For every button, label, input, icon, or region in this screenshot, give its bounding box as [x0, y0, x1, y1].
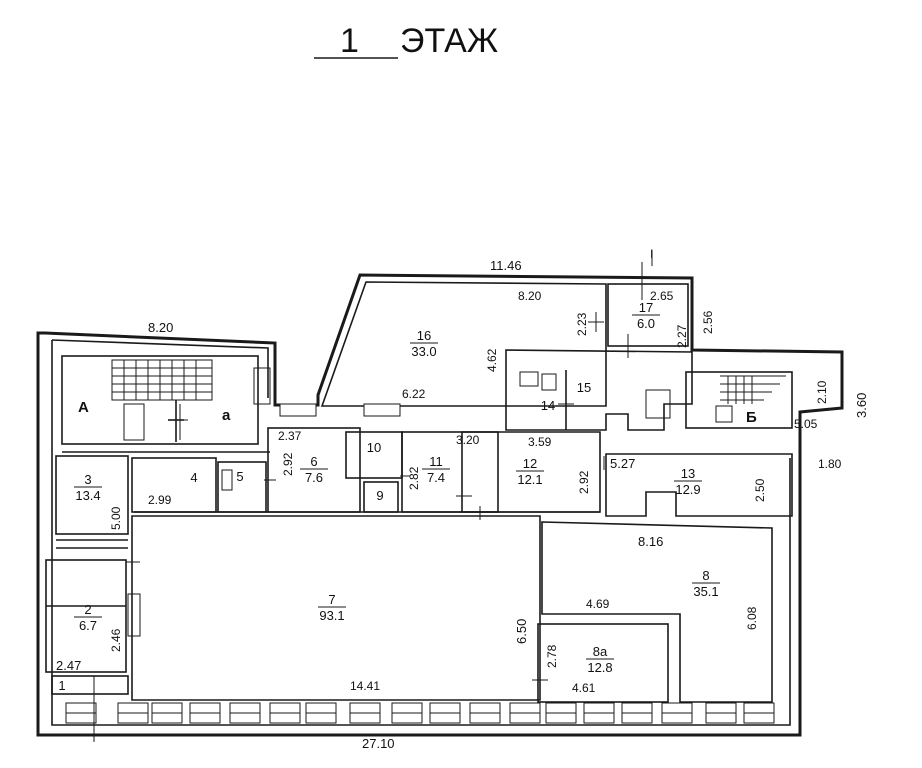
- room-r15: 15: [577, 380, 591, 395]
- windows: [65, 403, 775, 724]
- room-area: 33.0: [411, 344, 436, 359]
- room-number: 15: [577, 380, 591, 395]
- room-r7: 793.1: [318, 592, 346, 623]
- room-area: 6.0: [637, 316, 655, 331]
- dim-2-82: 2.82: [407, 466, 421, 490]
- room-number: 17: [639, 300, 653, 315]
- room-number: 10: [367, 440, 381, 455]
- dim-5-05: 5.05: [794, 417, 818, 431]
- room-r1: 1: [58, 678, 65, 693]
- room-r11: 117.4: [422, 454, 450, 485]
- interior-walls: [45, 281, 793, 703]
- room-area: 7.6: [305, 470, 323, 485]
- dimension-labels: 11.46 8.20 8.20 2.65 2.56 2.23 2.27 4.62…: [56, 258, 869, 751]
- dim-8-20-top: 8.20: [518, 289, 542, 303]
- floor-title: ЭТАЖ: [400, 22, 498, 60]
- room-r10: 10: [367, 440, 381, 455]
- dim-14-41: 14.41: [350, 679, 380, 693]
- dim-2-37: 2.37: [278, 429, 302, 443]
- dim-2-99: 2.99: [148, 493, 172, 507]
- room-area: 6.7: [79, 618, 97, 633]
- room-area: 12.9: [675, 482, 700, 497]
- room-number: 11: [429, 454, 443, 469]
- dim-2-56: 2.56: [701, 310, 715, 334]
- window: [279, 403, 317, 417]
- dim-2-46: 2.46: [109, 628, 123, 652]
- axis-mark-top: I: [650, 247, 653, 261]
- dim-11-46: 11.46: [490, 258, 522, 273]
- room-area: 12.1: [517, 472, 542, 487]
- room-r2: 26.7: [74, 602, 102, 633]
- room-number: 13: [681, 466, 695, 481]
- dim-6-22: 6.22: [402, 387, 426, 401]
- dim-3-59: 3.59: [528, 435, 552, 449]
- room-r14: 14: [541, 398, 555, 413]
- room-number: 1: [58, 678, 65, 693]
- dim-8-16: 8.16: [638, 534, 663, 549]
- dim-2-47: 2.47: [56, 658, 81, 673]
- dim-2-50: 2.50: [753, 478, 767, 502]
- room-number: 16: [417, 328, 431, 343]
- room-area: 35.1: [693, 584, 718, 599]
- room-r9: 9: [376, 488, 383, 503]
- room-number: 9: [376, 488, 383, 503]
- room-r8: 835.1: [692, 568, 720, 599]
- room-r5: 5: [236, 469, 243, 484]
- dim-1-80: 1.80: [818, 457, 842, 471]
- stair-label-A: А: [78, 399, 89, 416]
- room-area: 13.4: [75, 488, 100, 503]
- dim-8-20-left: 8.20: [148, 320, 173, 335]
- dim-3-20: 3.20: [456, 433, 480, 447]
- axis-line: I: [93, 247, 653, 742]
- dim-2-27: 2.27: [675, 324, 689, 348]
- room-number: 4: [190, 470, 197, 485]
- room-area: 7.4: [427, 470, 445, 485]
- door-marks: [126, 312, 629, 690]
- room-area: 12.8: [587, 660, 612, 675]
- room-r4: 4: [190, 470, 197, 485]
- dim-5-00: 5.00: [109, 506, 123, 530]
- room-number: 6: [310, 454, 317, 469]
- room-r6: 67.6: [300, 454, 328, 485]
- dim-27-10: 27.10: [362, 736, 395, 751]
- dim-2-92-a: 2.92: [281, 452, 295, 476]
- stair-block-a: [61, 355, 271, 445]
- dim-3-60: 3.60: [854, 393, 869, 418]
- room-number: 12: [523, 456, 537, 471]
- room-number: 3: [84, 472, 91, 487]
- dim-2-10: 2.10: [815, 380, 829, 404]
- dim-6-08: 6.08: [745, 606, 759, 630]
- stair-label-a: а: [222, 407, 231, 424]
- room-number: 5: [236, 469, 243, 484]
- dim-2-78: 2.78: [545, 644, 559, 668]
- room-number: 14: [541, 398, 555, 413]
- stair-label-B: Б: [746, 409, 757, 426]
- room-r3: 313.4: [74, 472, 102, 503]
- floor-number: 1: [340, 22, 359, 60]
- dim-2-65: 2.65: [650, 289, 674, 303]
- dim-4-69: 4.69: [586, 597, 610, 611]
- room-number: 2: [84, 602, 91, 617]
- room-number: 8: [702, 568, 709, 583]
- room-number: 8а: [593, 644, 608, 659]
- dim-6-50: 6.50: [514, 619, 529, 644]
- dim-4-61: 4.61: [572, 681, 596, 695]
- room-area: 93.1: [319, 608, 344, 623]
- room-r17: 176.0: [632, 300, 660, 331]
- dim-5-27: 5.27: [610, 456, 635, 471]
- room-number: 7: [328, 592, 335, 607]
- dim-2-92-b: 2.92: [577, 470, 591, 494]
- window: [363, 403, 401, 417]
- dim-4-62: 4.62: [485, 348, 499, 372]
- dim-2-23: 2.23: [575, 312, 589, 336]
